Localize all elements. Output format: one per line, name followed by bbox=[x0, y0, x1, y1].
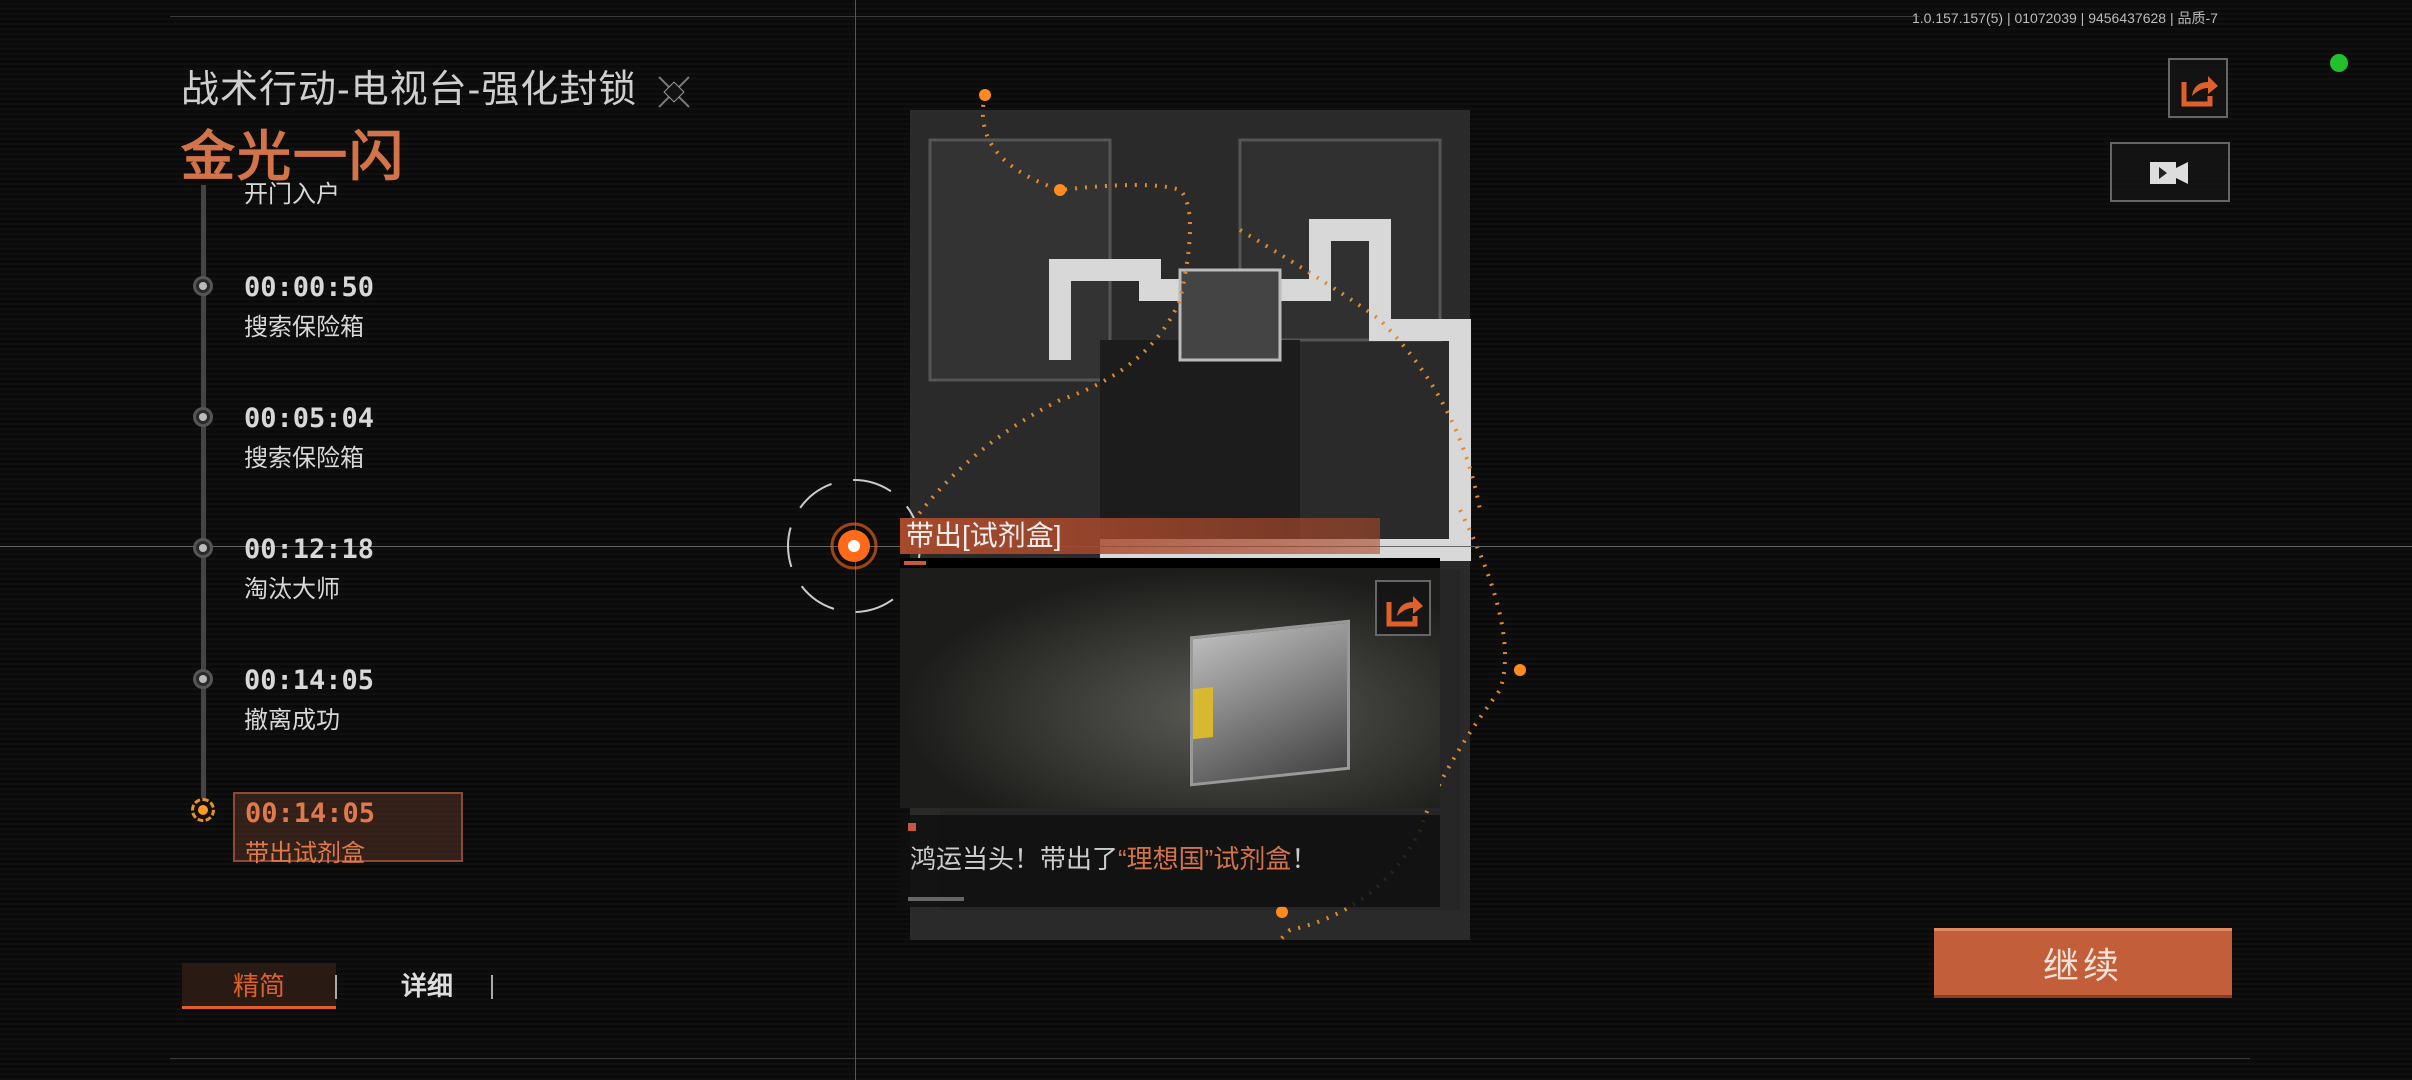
mode-title-text: 战术行动-电视台-强化封锁 bbox=[181, 69, 638, 111]
timeline-time: 00:05:04 bbox=[244, 403, 375, 434]
timeline-dot bbox=[193, 669, 213, 689]
timeline-active-dot bbox=[191, 798, 215, 822]
tab-divider bbox=[335, 975, 337, 999]
top-divider bbox=[170, 16, 1920, 17]
mode-title: 战术行动-电视台-强化封锁 bbox=[181, 58, 691, 113]
timeline-event: 搜索保险箱 bbox=[244, 445, 364, 472]
timeline-event: 撤离成功 bbox=[244, 707, 340, 734]
timeline-event: 淘汰大师 bbox=[244, 576, 340, 603]
share-icon bbox=[1386, 596, 1423, 627]
popup-title: 带出[试剂盒] bbox=[900, 518, 1380, 554]
timeline-item[interactable]: 00:12:18 淘汰大师 bbox=[244, 534, 374, 604]
version-text: 1.0.157.157(5) | 01072039 | 9456437628 |… bbox=[1912, 10, 2218, 26]
bottom-divider bbox=[170, 1058, 2250, 1059]
timeline-event: 开门入户 bbox=[244, 181, 340, 208]
timeline-dot bbox=[193, 276, 213, 296]
tab-divider bbox=[491, 975, 493, 999]
timeline-item[interactable]: 开门入户 bbox=[244, 170, 340, 209]
reagent-case-image bbox=[1190, 619, 1350, 787]
timeline-item-active[interactable]: 00:14:05 带出试剂盒 bbox=[233, 792, 463, 867]
share-icon bbox=[2181, 76, 2218, 107]
status-indicator bbox=[2330, 54, 2348, 72]
caption-suffix: ！ bbox=[1291, 844, 1318, 874]
popup-caption: 鸿运当头！带出了“理想国”试剂盒！ bbox=[900, 815, 1440, 907]
timeline-time: 00:12:18 bbox=[244, 534, 375, 565]
timeline-track bbox=[201, 185, 206, 815]
timeline-time: 00:00:50 bbox=[244, 272, 375, 303]
timeline-dot bbox=[193, 538, 213, 558]
caption-text: 鸿运当头！带出了 bbox=[910, 844, 1119, 874]
video-icon bbox=[2150, 162, 2188, 184]
share-button[interactable] bbox=[2168, 58, 2228, 118]
timeline-time: 00:14:05 bbox=[245, 798, 376, 829]
tab-detail[interactable]: 详细 bbox=[400, 971, 453, 1001]
collapse-icon[interactable] bbox=[657, 75, 691, 109]
target-icon[interactable] bbox=[780, 472, 928, 620]
timeline-time: 00:14:05 bbox=[244, 665, 375, 696]
timeline-event: 搜索保险箱 bbox=[244, 314, 364, 341]
popup-share-button[interactable] bbox=[1375, 580, 1431, 636]
route-map[interactable] bbox=[820, 70, 1590, 942]
caption-highlight: “理想国”试剂盒 bbox=[1118, 844, 1292, 874]
timeline-item[interactable]: 00:00:50 搜索保险箱 bbox=[244, 272, 374, 342]
timeline-item[interactable]: 00:14:05 撤离成功 bbox=[244, 665, 374, 735]
popup-subbar bbox=[900, 558, 1440, 568]
continue-button[interactable]: 继续 bbox=[1934, 928, 2232, 998]
tab-brief[interactable]: 精简 bbox=[182, 963, 336, 1009]
timeline-dot bbox=[193, 407, 213, 427]
achievement-title: 金光一闪 bbox=[181, 127, 405, 187]
timeline-item[interactable]: 00:05:04 搜索保险箱 bbox=[244, 403, 374, 473]
timeline-event: 带出试剂盒 bbox=[245, 840, 365, 867]
item-preview-image bbox=[900, 568, 1440, 808]
replay-video-button[interactable] bbox=[2110, 142, 2230, 202]
